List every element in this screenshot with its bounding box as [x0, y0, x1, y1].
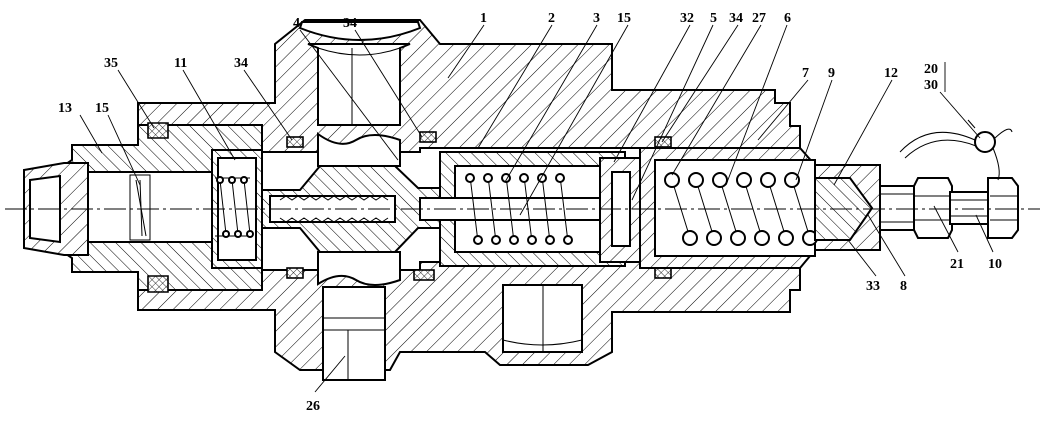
right-spring — [664, 172, 818, 246]
label-12: 12 — [884, 66, 898, 81]
seal-wire — [899, 119, 1013, 181]
label-15-left: 15 — [95, 101, 109, 116]
cup-spring — [215, 176, 254, 238]
label-5: 5 — [710, 11, 717, 26]
right-cartridge — [639, 147, 881, 269]
label-8: 8 — [900, 279, 907, 294]
label-6: 6 — [784, 11, 791, 26]
label-21: 21 — [950, 257, 964, 272]
label-35: 35 — [104, 56, 118, 71]
left-spring — [129, 174, 151, 241]
label-30: 30 — [924, 78, 938, 93]
label-1: 1 — [480, 11, 487, 26]
spool — [261, 132, 446, 286]
label-4: 4 — [293, 16, 300, 31]
screw-head — [987, 177, 1019, 239]
label-34-right: 34 — [729, 11, 743, 26]
label-15-mid: 15 — [617, 11, 631, 26]
label-26: 26 — [306, 399, 320, 414]
label-20: 20 — [924, 62, 938, 77]
label-33: 33 — [866, 279, 880, 294]
label-3: 3 — [593, 11, 600, 26]
lower-port-left — [322, 286, 386, 381]
leader-lines — [79, 24, 994, 393]
label-7: 7 — [802, 66, 809, 81]
upper-port — [307, 43, 411, 126]
label-13: 13 — [58, 101, 72, 116]
label-34-top: 34 — [343, 16, 357, 31]
left-sleeve — [23, 122, 263, 293]
label-27: 27 — [752, 11, 766, 26]
label-32: 32 — [680, 11, 694, 26]
part-labels: 13 15 35 11 34 4 34 1 2 3 15 32 5 34 27 … — [58, 11, 1002, 414]
label-9: 9 — [828, 66, 835, 81]
adjusting-screw — [879, 177, 1019, 239]
label-2: 2 — [548, 11, 555, 26]
label-11: 11 — [174, 56, 187, 71]
label-10: 10 — [988, 257, 1002, 272]
label-34-left: 34 — [234, 56, 248, 71]
